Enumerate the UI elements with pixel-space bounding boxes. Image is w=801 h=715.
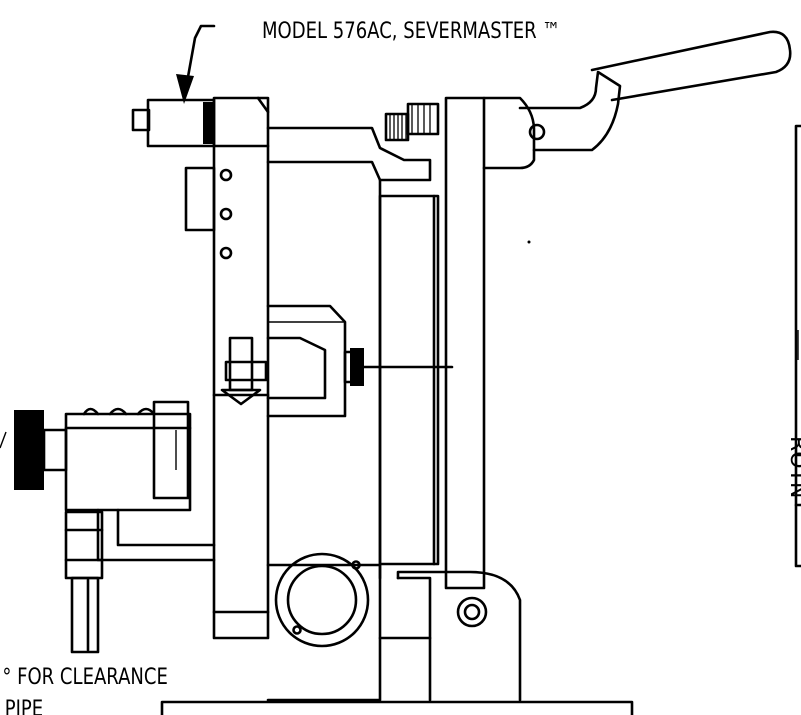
main-plate bbox=[184, 96, 270, 640]
top-arm bbox=[266, 102, 440, 580]
side-table-frame bbox=[794, 124, 801, 568]
clamp-assembly bbox=[14, 400, 216, 654]
base-plate bbox=[160, 700, 634, 715]
crank-handle bbox=[482, 30, 792, 170]
rotation-indicator: ROTN bbox=[220, 336, 801, 499]
top-feed-knob bbox=[131, 98, 216, 148]
leader-arrowhead bbox=[176, 74, 194, 104]
clearance-label: ° FOR CLEARANCE bbox=[2, 663, 168, 689]
leader-line bbox=[184, 24, 216, 90]
saw-blade bbox=[378, 194, 440, 566]
model-callout: MODEL 576AC, SEVERMASTER ™ bbox=[176, 17, 560, 104]
column bbox=[396, 96, 522, 702]
pipe-label: PIPE bbox=[5, 695, 43, 715]
center-bracket bbox=[266, 304, 454, 418]
rotation-label: ROTN bbox=[785, 436, 801, 499]
lower-hub bbox=[266, 552, 432, 702]
model-label: MODEL 576AC, SEVERMASTER ™ bbox=[262, 17, 560, 43]
clearance-note: ° FOR CLEARANCE PIPE bbox=[2, 663, 168, 715]
